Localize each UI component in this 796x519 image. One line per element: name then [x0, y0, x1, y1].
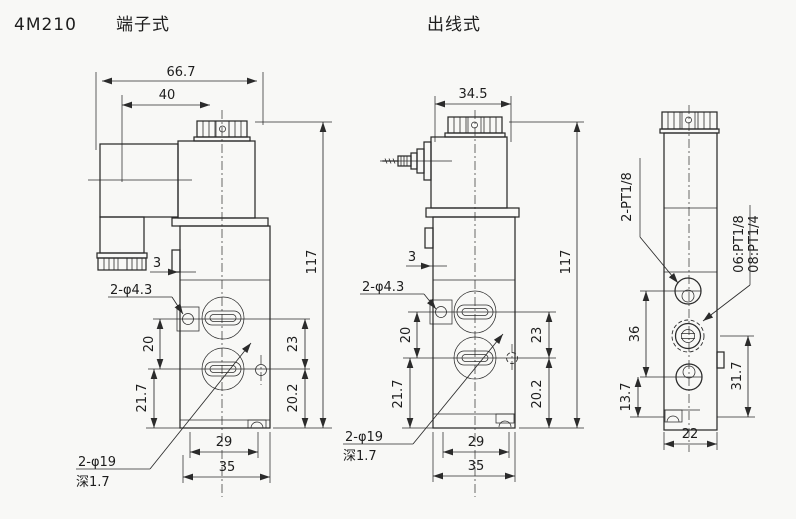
mount-holes-callout: 2-φ4.3	[362, 280, 404, 295]
mount-holes-callout: 2-φ4.3	[110, 283, 152, 298]
counterbore-depth-callout: 深1.7	[343, 449, 377, 464]
lead-wire-gland	[380, 141, 452, 181]
terminal-type-title: 端子式	[116, 15, 170, 35]
dim-overall-width-label: 66.7	[167, 65, 196, 80]
body-protrusion	[171, 249, 181, 273]
dim-offset-label: 3	[153, 256, 161, 271]
port-face	[403, 290, 556, 428]
manual-override-knob	[444, 116, 506, 138]
counterbore-callout: 2-φ19	[78, 455, 116, 470]
dim-coil-width-label: 40	[159, 88, 176, 103]
solenoid-coil	[430, 136, 508, 209]
terminal-box	[88, 143, 192, 271]
counterbore-port-bottom	[201, 347, 245, 391]
mount-hole-pad	[176, 306, 200, 332]
dim-bottom-port-label: 21.7	[391, 380, 406, 409]
dim-coil-width-label: 34.5	[459, 87, 488, 102]
port-size-06-callout: 06:PT1/8	[732, 215, 747, 273]
dim-body-width-label: 35	[468, 459, 485, 474]
counterbore-port-bottom	[453, 336, 497, 380]
main-port-middle	[671, 319, 705, 353]
dim-exhaust-height-label: 31.7	[730, 362, 745, 391]
port-size-08-callout: 08:PT1/4	[747, 215, 762, 273]
terminal-view-drawing: 66.7 40 117	[76, 65, 332, 497]
mount-hole-left	[182, 313, 194, 325]
solenoid-coil	[177, 140, 256, 219]
dim-port-width-label: 29	[468, 435, 485, 450]
model-number: 4M210	[14, 15, 77, 35]
coil-flange	[171, 217, 269, 227]
counterbore-depth-callout: 深1.7	[76, 475, 110, 490]
dim-body-width-label: 22	[682, 427, 699, 442]
counterbore-port-top	[453, 290, 497, 334]
dim-hole-spacing-label: 23	[286, 336, 301, 353]
pilot-ports-callout: 2-PT1/8	[620, 172, 635, 222]
valve-body	[432, 216, 516, 429]
dim-bottom-port-label: 21.7	[135, 384, 150, 413]
pilot-port-top	[640, 277, 702, 305]
leadwire-type-title: 出线式	[427, 15, 481, 35]
dim-hole-spacing-label: 23	[530, 327, 545, 344]
bottom-notch	[250, 421, 264, 429]
dim-port-spacing-label: 20	[399, 327, 414, 344]
dim-bottom-offset-label: 13.7	[619, 383, 634, 412]
dim-port-spacing-label: 20	[142, 336, 157, 353]
bottom-notch	[666, 415, 680, 423]
body-protrusion	[716, 351, 725, 369]
dim-offset-label: 3	[408, 250, 416, 265]
bottom-notch	[498, 420, 512, 428]
dim-body-width-label: 35	[219, 460, 236, 475]
side-view-drawing: 36 13.7 31.7 22 2-PT1/8 06:PT1/8 08:PT1/…	[619, 105, 762, 452]
valve-body	[663, 132, 718, 431]
dim-hole-bottom-label: 20.2	[286, 384, 301, 413]
body-protrusion	[424, 227, 434, 249]
dim-hole-bottom-label: 20.2	[530, 380, 545, 409]
manual-override-knob	[659, 111, 720, 134]
valve-body	[179, 225, 271, 429]
dim-port-width-label: 29	[216, 435, 233, 450]
dim-port-span-label: 36	[628, 326, 643, 343]
counterbore-callout: 2-φ19	[345, 430, 383, 445]
dim-height-label: 117	[559, 250, 574, 275]
pilot-port-bottom	[640, 363, 703, 391]
mount-hole-pad	[429, 299, 453, 325]
counterbore-port-top	[201, 296, 245, 340]
port-face	[148, 296, 310, 429]
leadwire-view-drawing: 34.5 117 3	[343, 87, 584, 497]
mount-hole-left	[435, 306, 447, 318]
dim-height-label: 117	[305, 250, 320, 275]
coil-flange	[425, 207, 520, 218]
